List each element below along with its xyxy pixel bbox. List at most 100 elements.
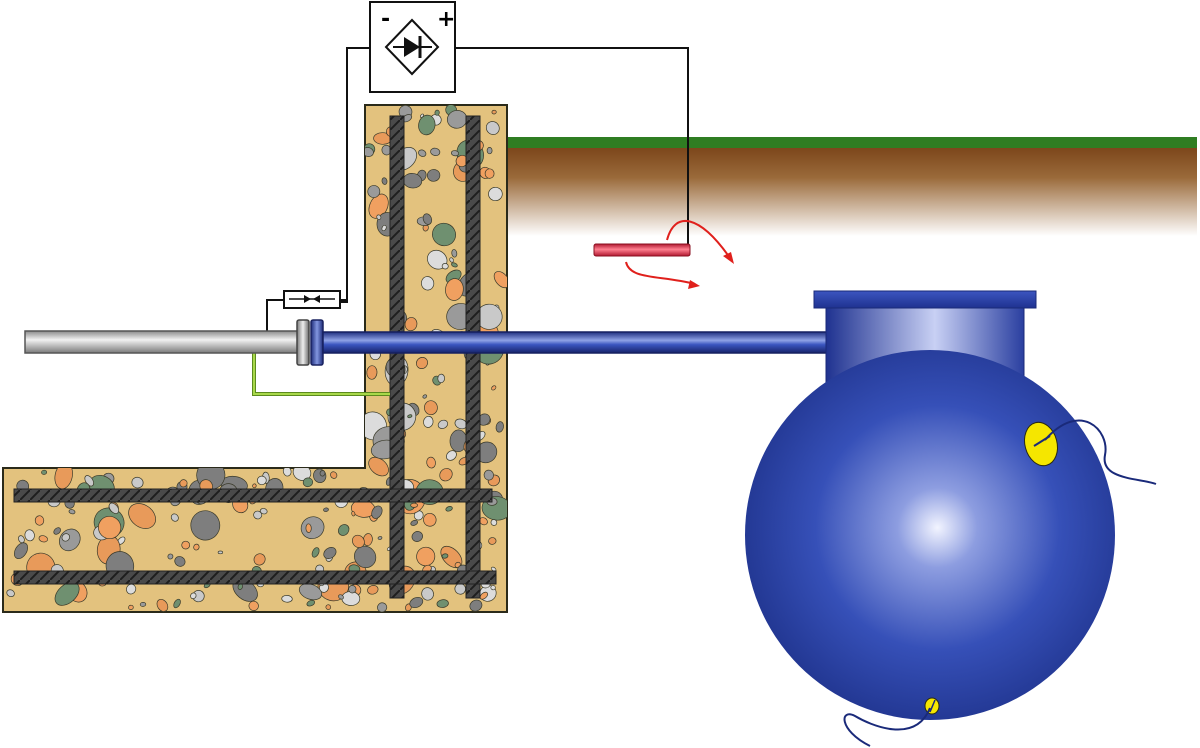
aggregate-stone xyxy=(488,186,503,202)
aggregate-stone xyxy=(493,271,507,289)
aggregate-stone xyxy=(253,510,263,520)
rebar-vertical-left xyxy=(389,115,405,599)
aggregate-stone xyxy=(319,470,326,477)
aggregate-stone xyxy=(404,317,418,332)
grass-line xyxy=(507,137,1197,148)
aggregate-stone xyxy=(323,507,329,512)
aggregate-stone xyxy=(490,519,498,526)
pipe-uncoated-section xyxy=(24,330,301,354)
aggregate-stone xyxy=(300,516,325,540)
soil-layer xyxy=(507,146,1197,236)
aggregate-stone xyxy=(469,599,483,612)
aggregate-stone xyxy=(424,400,438,416)
aggregate-stone xyxy=(351,511,356,517)
rectifier: - + xyxy=(369,1,456,93)
aggregate-stone xyxy=(252,483,257,489)
aggregate-stone xyxy=(348,585,357,594)
aggregate-stone xyxy=(445,450,457,461)
aggregate-stone xyxy=(190,592,197,600)
current-arrow-upper xyxy=(666,220,731,259)
aggregate-stone xyxy=(131,476,144,489)
aggregate-stone xyxy=(305,523,312,533)
spherical-tank xyxy=(745,290,1157,747)
aggregate-stone xyxy=(126,583,137,595)
aggregate-stone xyxy=(491,109,497,115)
pipe-coated-section xyxy=(322,331,832,354)
aggregate-stone xyxy=(484,168,495,179)
aggregate-stone xyxy=(423,415,434,428)
aggregate-stone xyxy=(190,510,221,541)
aggregate-stone xyxy=(416,357,428,369)
monitor-point-lower xyxy=(924,697,940,715)
aggregate-stone xyxy=(445,278,464,301)
aggregate-stone xyxy=(423,512,437,527)
aggregate-stone xyxy=(426,169,441,182)
aggregate-stone xyxy=(167,553,174,560)
negative-wire xyxy=(340,47,370,303)
aggregate-stone xyxy=(338,594,344,600)
aggregate-stone xyxy=(479,591,489,600)
concrete-wall xyxy=(2,104,508,613)
aggregate-stone xyxy=(323,547,337,559)
aggregate-stone xyxy=(439,468,453,482)
aggregate-stone xyxy=(381,177,388,185)
aggregate-stone xyxy=(306,599,316,607)
aggregate-stone xyxy=(98,515,122,540)
current-arrowhead-lower xyxy=(688,280,700,289)
aggregate-stone xyxy=(441,263,449,270)
aggregate-stone xyxy=(483,469,494,481)
aggregate-stone xyxy=(253,553,266,566)
aggregate-stone xyxy=(488,537,497,545)
aggregate-stone xyxy=(193,543,200,551)
aggregate-stone xyxy=(407,414,413,419)
aggregate-stone xyxy=(436,599,449,608)
reference-cable-lower xyxy=(843,707,931,747)
pipe-flange-left xyxy=(296,319,310,366)
pipeline xyxy=(24,319,832,366)
aggregate-stone xyxy=(367,585,379,595)
anode xyxy=(593,243,691,257)
positive-wire xyxy=(455,47,689,248)
aggregate-stone xyxy=(381,224,387,232)
aggregate-stone xyxy=(432,222,456,247)
aggregate-stone xyxy=(139,602,147,607)
aggregate-stone xyxy=(368,456,389,477)
aggregate-stone xyxy=(108,502,120,514)
rebar-horizontal-bottom xyxy=(13,570,497,585)
insulating-joint-arrows-icon xyxy=(289,295,335,303)
aggregate-stone xyxy=(418,149,427,157)
aggregate-stone xyxy=(409,596,424,609)
aggregate-stone xyxy=(450,150,460,157)
aggregate-stone xyxy=(377,602,388,612)
aggregate-stone xyxy=(34,515,45,526)
aggregate-stone xyxy=(128,503,156,529)
diode-icon xyxy=(384,18,440,76)
aggregate-stone xyxy=(354,545,377,569)
aggregate-stone xyxy=(311,547,320,558)
aggregate-stone xyxy=(325,604,332,610)
aggregate-stone xyxy=(430,147,441,156)
aggregate-stone xyxy=(434,109,440,116)
aggregate-stone xyxy=(14,542,28,560)
aggregate-stone xyxy=(18,535,25,544)
reference-cable-upper xyxy=(1044,419,1157,485)
aggregate-stone xyxy=(445,506,453,512)
aggregate-stone xyxy=(156,598,169,612)
aggregate-stone xyxy=(68,509,76,515)
rectifier-minus-label: - xyxy=(381,7,390,32)
aggregate-stone xyxy=(281,595,293,603)
aggregate-stone xyxy=(53,527,61,535)
aggregate-stone xyxy=(367,185,381,198)
aggregate-stone xyxy=(491,385,497,391)
aggregate-stone xyxy=(441,553,449,559)
aggregate-stone xyxy=(422,213,433,225)
aggregate-stone xyxy=(24,529,35,542)
aggregate-stone xyxy=(418,114,436,136)
aggregate-stone xyxy=(451,249,458,258)
aggregate-stone xyxy=(6,589,15,597)
rebar-horizontal-top xyxy=(13,488,493,503)
aggregate-stone xyxy=(181,540,191,550)
aggregate-stone xyxy=(422,394,428,399)
aggregate-stone xyxy=(451,262,458,268)
